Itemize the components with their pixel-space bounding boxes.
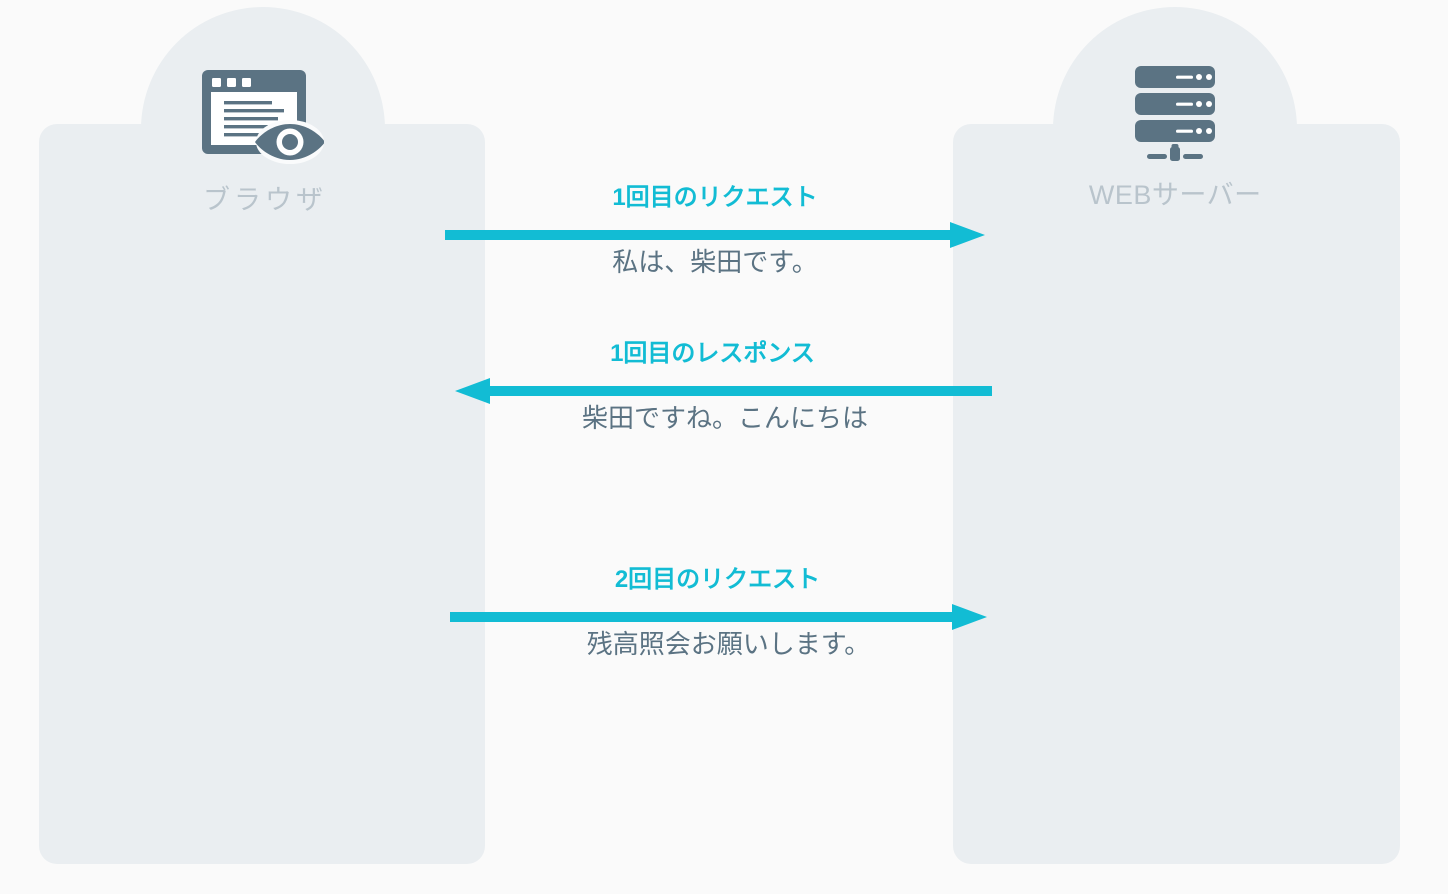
- message-1-title: 1回目のリクエスト: [612, 184, 818, 211]
- message-3-body: 残高照会お願いします。: [586, 629, 871, 659]
- actor-server: WEBサーバー: [1053, 66, 1297, 209]
- browser-lifeline-column: [39, 124, 485, 864]
- message-1-body: 私は、柴田です。: [612, 247, 818, 277]
- message-3-arrow-right-icon: [450, 604, 987, 630]
- message-2: 1回目のレスポンス 柴田ですね。こんにちは: [455, 342, 992, 442]
- message-3: 2回目のリクエスト 残高照会お願いします。: [450, 568, 987, 668]
- actor-browser-label: ブラウザ: [203, 185, 327, 215]
- actor-server-label: WEBサーバー: [1088, 180, 1262, 210]
- message-2-body: 柴田ですね。こんにちは: [581, 403, 868, 433]
- message-1-arrow-right-icon: [445, 222, 985, 248]
- server-lifeline-column: [953, 124, 1400, 864]
- message-2-title: 1回目のレスポンス: [610, 340, 815, 367]
- actor-browser: ブラウザ: [141, 70, 385, 214]
- message-3-title: 2回目のリクエスト: [614, 566, 821, 593]
- message-2-arrow-left-icon: [455, 378, 992, 404]
- browser-window-eye-icon: [202, 70, 325, 171]
- server-rack-icon: [1135, 66, 1215, 169]
- message-1: 1回目のリクエスト 私は、柴田です。: [445, 186, 985, 286]
